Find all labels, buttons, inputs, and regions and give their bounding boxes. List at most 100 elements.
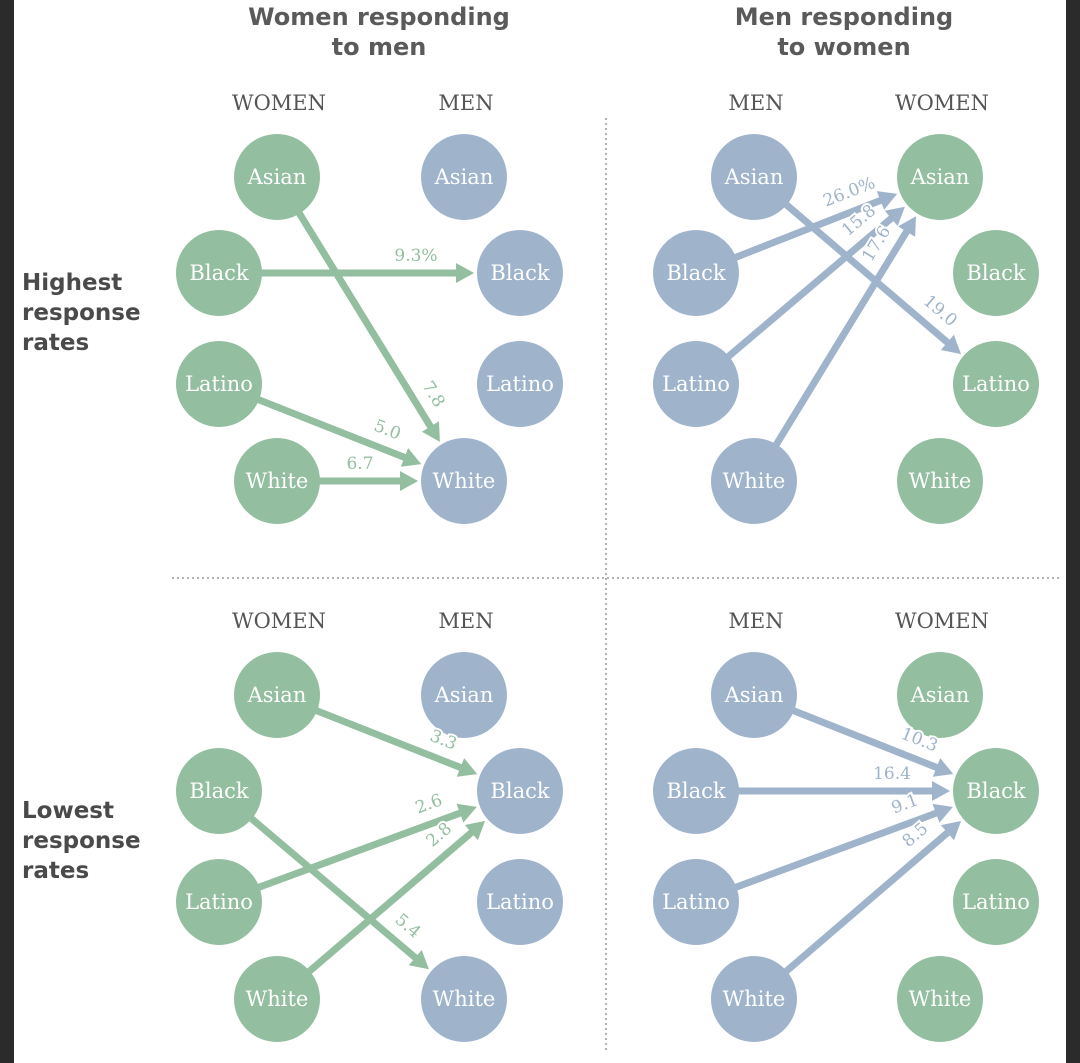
node-circle xyxy=(176,859,262,945)
node-label: Asian xyxy=(724,165,784,189)
node-label: White xyxy=(246,469,309,493)
column-title-line: to men xyxy=(331,33,427,61)
right-column-header: WOMEN xyxy=(895,91,989,115)
node-circle xyxy=(897,956,983,1042)
right-column-header: MEN xyxy=(438,91,493,115)
left-column-header: WOMEN xyxy=(232,609,326,633)
node-right-asian: Asian xyxy=(897,652,983,738)
node-left-white: White xyxy=(234,438,320,524)
arrow-head xyxy=(421,421,440,442)
node-label: Asian xyxy=(247,165,307,189)
node-circle xyxy=(176,748,262,834)
node-left-latino: Latino xyxy=(176,859,262,945)
node-label: Asian xyxy=(910,165,970,189)
column-title-line: Women responding xyxy=(248,3,510,31)
node-label: White xyxy=(723,987,786,1011)
arrow-shaft xyxy=(770,228,911,452)
right-column-header: WOMEN xyxy=(895,609,989,633)
arrow-head xyxy=(940,820,962,841)
node-right-white: White xyxy=(897,956,983,1042)
node-circle xyxy=(234,438,320,524)
node-left-white: White xyxy=(711,956,797,1042)
node-label: Black xyxy=(490,779,549,803)
node-right-white: White xyxy=(421,956,507,1042)
column-title-line: Men responding xyxy=(734,3,954,31)
left-column-header: MEN xyxy=(728,91,783,115)
node-left-white: White xyxy=(711,438,797,524)
arrow-white-to-black: 8.5 xyxy=(779,817,962,978)
node-circle xyxy=(176,341,262,427)
arrow-shaft xyxy=(779,828,952,978)
node-circle xyxy=(953,341,1039,427)
arrow-head xyxy=(408,949,429,970)
node-circle xyxy=(477,230,563,316)
arrow-label: 2.6 xyxy=(413,790,445,818)
node-label: White xyxy=(433,469,496,493)
node-label: White xyxy=(246,987,309,1011)
node-label: White xyxy=(433,987,496,1011)
row-label-line: Highest xyxy=(22,270,123,296)
column-title-line: to women xyxy=(777,33,911,61)
arrow-head xyxy=(876,191,898,210)
arrow-head xyxy=(932,758,954,777)
node-left-black: Black xyxy=(176,230,262,316)
column-title-men-to-women: Men responding to women xyxy=(694,2,994,62)
node-left-latino: Latino xyxy=(653,341,739,427)
left-column-header: WOMEN xyxy=(232,91,326,115)
row-label-line: response xyxy=(22,300,141,326)
node-circle xyxy=(897,652,983,738)
node-label: Latino xyxy=(185,890,253,914)
node-label: Asian xyxy=(434,165,494,189)
node-label: Black xyxy=(189,261,248,285)
node-circle xyxy=(176,230,262,316)
row-label-line: rates xyxy=(22,858,90,884)
node-label: White xyxy=(723,469,786,493)
arrow-head xyxy=(898,216,916,237)
arrow-asian-to-black: 10.3 xyxy=(787,705,954,777)
arrow-head xyxy=(456,263,474,283)
arrow-label: 5.0 xyxy=(371,416,404,445)
node-circle xyxy=(953,748,1039,834)
arrow-shaft xyxy=(721,214,895,363)
node-circle xyxy=(653,859,739,945)
arrow-shaft xyxy=(729,809,940,893)
node-label: Black xyxy=(490,261,549,285)
node-right-white: White xyxy=(897,438,983,524)
arrow-shaft xyxy=(787,705,940,772)
left-column-header: MEN xyxy=(728,609,783,633)
arrow-head xyxy=(400,448,422,467)
arrow-label: 7.8 xyxy=(417,378,448,412)
arrow-label: 9.1 xyxy=(889,790,921,818)
node-left-asian: Asian xyxy=(234,652,320,738)
arrow-shaft xyxy=(310,705,464,772)
arrow-shaft xyxy=(779,198,952,347)
node-circle xyxy=(477,341,563,427)
arrow-white-to-white: 6.7 xyxy=(314,452,418,491)
node-circle xyxy=(711,134,797,220)
node-circle xyxy=(653,230,739,316)
node-right-white: White xyxy=(421,438,507,524)
node-right-latino: Latino xyxy=(953,859,1039,945)
node-label: Black xyxy=(966,261,1025,285)
node-left-black: Black xyxy=(176,748,262,834)
arrow-black-to-black: 9.3% xyxy=(256,244,474,283)
node-right-latino: Latino xyxy=(953,341,1039,427)
node-label: Latino xyxy=(962,372,1030,396)
node-circle xyxy=(421,956,507,1042)
arrow-head xyxy=(400,471,418,491)
node-label: Latino xyxy=(486,890,554,914)
node-right-latino: Latino xyxy=(477,341,563,427)
arrow-asian-to-latino: 19.0 xyxy=(779,198,963,355)
node-circle xyxy=(234,134,320,220)
row-label-line: response xyxy=(22,828,141,854)
arrow-white-to-black: 2.8 xyxy=(302,817,486,978)
arrow-head xyxy=(464,820,486,841)
node-right-asian: Asian xyxy=(897,134,983,220)
node-label: White xyxy=(909,469,972,493)
node-label: Latino xyxy=(662,890,730,914)
arrow-head xyxy=(932,803,953,823)
node-label: Asian xyxy=(434,683,494,707)
node-circle xyxy=(477,859,563,945)
node-left-black: Black xyxy=(653,748,739,834)
